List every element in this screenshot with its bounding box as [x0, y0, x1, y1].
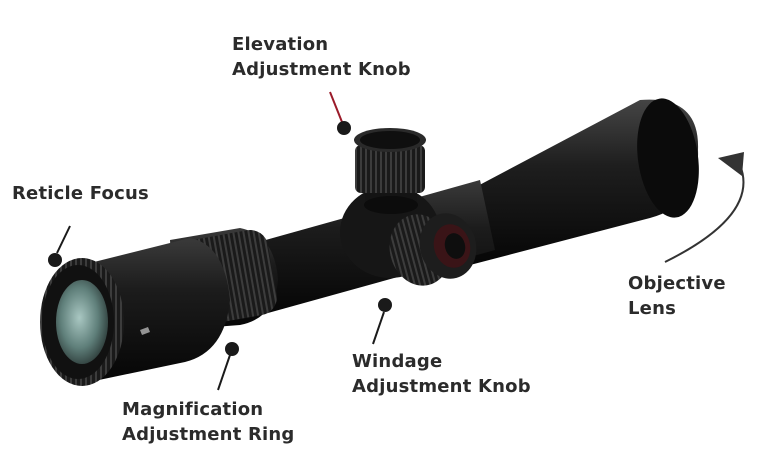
objective-label-line2: Lens: [628, 298, 677, 319]
reticle-focus-label: Reticle Focus: [12, 181, 149, 206]
elevation-label-line2: Adjustment Knob: [232, 59, 411, 80]
elevation-label-line1: Elevation: [232, 34, 329, 55]
pointer-magnification: [217, 342, 239, 391]
magnification-label-line2: Adjustment Ring: [122, 424, 295, 445]
windage-knob-label: Windage Adjustment Knob: [352, 349, 531, 399]
objective-bell: [470, 98, 699, 265]
pointer-reticle: [48, 225, 71, 267]
magnification-label-line1: Magnification: [122, 399, 264, 420]
elevation-knob-label: Elevation Adjustment Knob: [232, 32, 411, 82]
pointer-elevation: [329, 91, 351, 135]
magnification-ring-label: Magnification Adjustment Ring: [122, 397, 295, 447]
windage-label-line1: Windage: [352, 351, 443, 372]
objective-label-line1: Objective: [628, 273, 726, 294]
reticle-label-line1: Reticle Focus: [12, 183, 149, 204]
eyepiece: [40, 238, 230, 386]
windage-turret: [389, 213, 477, 286]
pointer-windage: [372, 298, 392, 345]
pointer-objective: [664, 152, 745, 263]
objective-lens-label: Objective Lens: [628, 271, 726, 321]
windage-label-line2: Adjustment Knob: [352, 376, 531, 397]
elevation-turret: [354, 128, 426, 214]
